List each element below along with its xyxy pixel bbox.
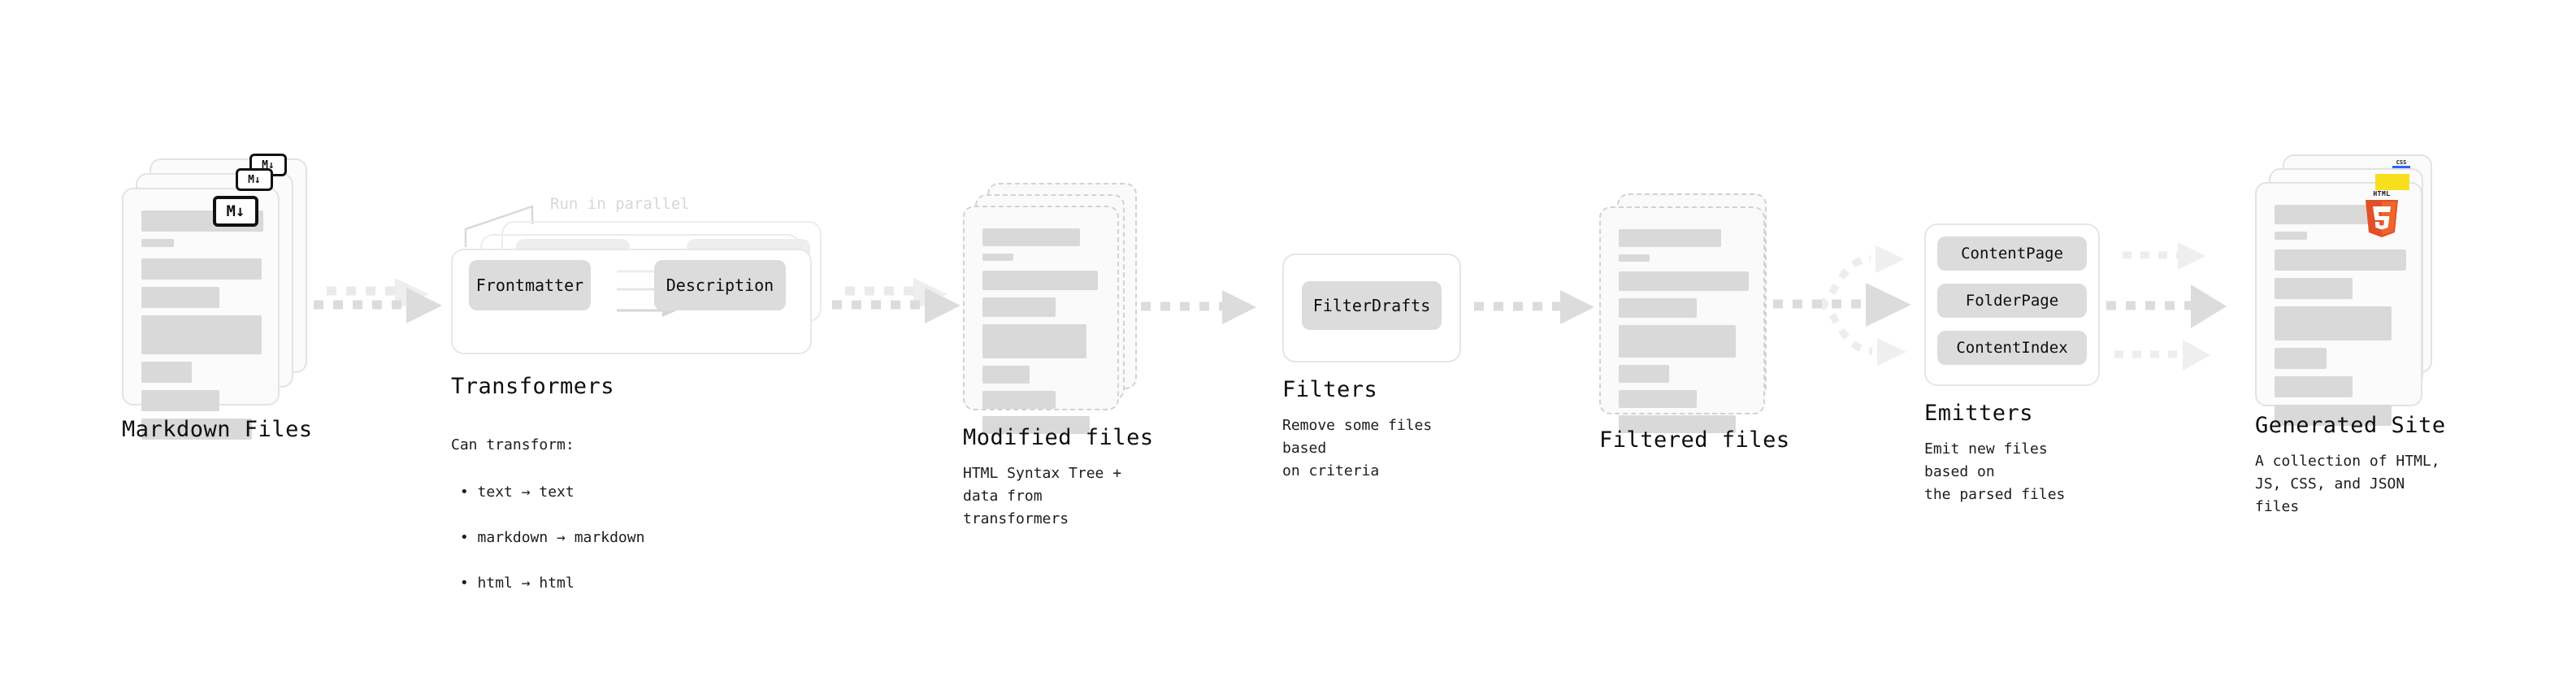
filter-pill-filterdrafts-label: FilterDrafts (1312, 296, 1431, 315)
connector-filters-to-filtered (1471, 288, 1609, 337)
filter-pill-filterdrafts[interactable]: FilterDrafts (1302, 281, 1442, 330)
connector-transformers-to-modified (829, 276, 971, 349)
filtered-card-stack (1599, 193, 1778, 433)
site-content-lines (2275, 205, 2406, 433)
transform-bullet-0: • text → text (451, 484, 575, 501)
caption-generated-site: Generated Site A collection of HTML, JS,… (2255, 413, 2446, 518)
filters-description: Remove some files based on criteria (1282, 417, 1433, 480)
title-markdown-files: Markdown Files (122, 417, 313, 442)
markdown-badge-letter: M (262, 158, 268, 171)
generated-site-description: A collection of HTML, JS, CSS, and JSON … (2255, 453, 2440, 516)
transformer-pill-frontmatter-label: Frontmatter (475, 275, 584, 295)
filters-box: FilterDrafts (1282, 254, 1461, 362)
emitter-pill-folderpage-label: FolderPage (1965, 292, 2059, 310)
stage-transformers: Run in parallel (451, 193, 825, 592)
stage-filtered-files: Filtered files (1599, 193, 1789, 453)
title-modified-files: Modified files (963, 425, 1154, 450)
svg-text:HTML: HTML (2373, 190, 2390, 197)
markdown-badge-front: M↓ (213, 196, 258, 227)
filtered-content-lines (1619, 229, 1749, 440)
connector-filtered-to-emitters (1772, 236, 1926, 382)
html5-badge: HTML (2366, 190, 2398, 237)
emitters-description: Emit new files based on the parsed files (1924, 440, 2066, 504)
modified-files-description: HTML Syntax Tree + data from transformer… (963, 465, 1122, 528)
emitter-pill-contentpage-label: ContentPage (1961, 245, 2063, 262)
transformers-box-stack: Run in parallel (451, 193, 825, 356)
caption-modified-files: Modified files HTML Syntax Tree + data f… (963, 425, 1154, 531)
css3-badge: CSS (2392, 159, 2410, 168)
stage-markdown-files: M↓ M↓ M↓ Markdown Files (122, 154, 312, 442)
site-card-stack: CSS HTML (2255, 154, 2442, 426)
caption-transformers: Transformers Can transform: • text → tex… (451, 374, 644, 640)
transformers-description: Can transform: • text → text • markdown … (451, 411, 644, 640)
connector-md-to-transformers (310, 276, 453, 349)
transformer-pill-description[interactable]: Description (654, 260, 786, 310)
markdown-card-front (122, 188, 280, 440)
js-badge (2375, 174, 2409, 190)
run-in-parallel-bracket (464, 205, 534, 247)
caption-filtered-files: Filtered files (1599, 427, 1790, 453)
title-generated-site: Generated Site (2255, 413, 2446, 438)
transform-bullet-1: • markdown → markdown (451, 528, 645, 546)
caption-markdown-files: Markdown Files (122, 417, 313, 443)
markdown-card-stack: M↓ M↓ M↓ (122, 154, 309, 440)
caption-filters: Filters Remove some files based on crite… (1282, 377, 1461, 483)
transform-bullet-2: • html → html (451, 574, 575, 592)
modified-card-stack (963, 183, 1150, 434)
connector-emitters-to-site (2105, 236, 2251, 382)
emitter-pill-contentpage[interactable]: ContentPage (1937, 236, 2087, 271)
transformer-pill-description-label: Description (666, 275, 774, 295)
stage-filters: FilterDrafts Filters Remove some files b… (1282, 254, 1461, 479)
run-in-parallel-label: Run in parallel (550, 195, 690, 213)
title-transformers: Transformers (451, 374, 615, 399)
markdown-badge-mid: M↓ (236, 168, 273, 191)
emitter-pill-folderpage[interactable]: FolderPage (1937, 284, 2087, 318)
modified-card-front (963, 206, 1119, 434)
emitter-pill-contentindex-label: ContentIndex (1956, 339, 2068, 357)
markdown-badge-arrow: ↓ (268, 158, 275, 171)
title-filters: Filters (1282, 377, 1378, 402)
stage-modified-files: Modified files HTML Syntax Tree + data f… (963, 183, 1153, 527)
title-filtered-files: Filtered files (1599, 427, 1790, 453)
transformer-pill-frontmatter[interactable]: Frontmatter (469, 260, 591, 310)
svg-text:CSS: CSS (2396, 159, 2407, 166)
filtered-card-front (1599, 206, 1765, 433)
stage-emitters: ContentPage FolderPage ContentIndex Emit… (1924, 223, 2100, 503)
markdown-content-lines (141, 210, 263, 447)
caption-emitters: Emitters Emit new files based on the par… (1924, 401, 2100, 506)
emitters-box: ContentPage FolderPage ContentIndex (1924, 223, 2100, 386)
connector-modified-to-filters (1138, 288, 1268, 337)
transformers-subtitle: Can transform: (451, 436, 575, 454)
title-emitters: Emitters (1924, 401, 2034, 426)
modified-content-lines (982, 228, 1101, 441)
emitter-pill-contentindex[interactable]: ContentIndex (1937, 331, 2087, 365)
stage-generated-site: CSS HTML Generated Site A collection of … (2255, 154, 2445, 515)
